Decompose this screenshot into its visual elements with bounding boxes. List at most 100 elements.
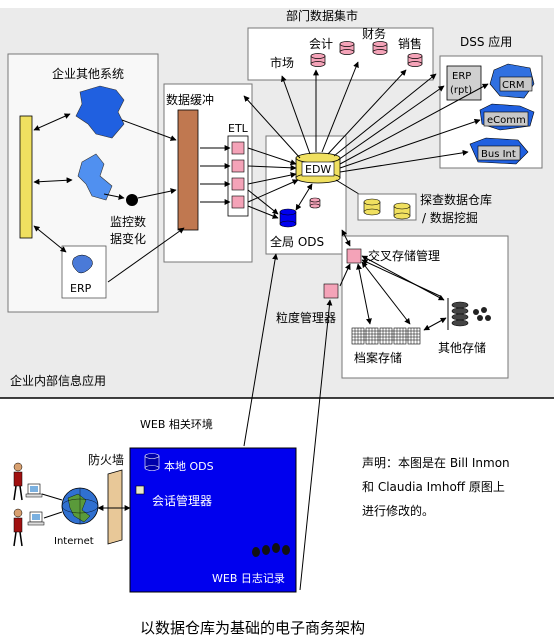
dept-mart-box [247, 27, 434, 81]
arrow-etl-ods-1 [247, 189, 279, 215]
data-buffer-title: 数据缓冲 [166, 92, 214, 107]
mart-sales-db-icon [407, 53, 423, 67]
arrow-sensor-buffer [137, 188, 177, 199]
arrow-edw-dss-ecomm [339, 118, 481, 169]
firewall-label: 防火墙 [88, 452, 124, 467]
cross-storage-icon [346, 248, 362, 264]
web-env-title: WEB 相关环境 [140, 417, 213, 431]
explore-label-line1: 探查数据仓库 [420, 192, 492, 207]
mart-sales-label: 销售 [398, 36, 422, 51]
web-env-box [129, 447, 297, 593]
web-log-label: WEB 日志记录 [212, 572, 285, 585]
explore-db-icon-1 [363, 198, 381, 216]
internet-label: Internet [54, 536, 94, 547]
mart-accounting-label: 会计 [309, 37, 333, 51]
edw-label: EDW [305, 163, 331, 176]
arrow-edw-finance [321, 61, 359, 153]
arrow-archive-other [423, 317, 447, 331]
local-ods-db-icon [144, 453, 160, 471]
arrow-granularity-cross [339, 263, 351, 287]
monitor-label-line1: 监控数 [110, 214, 146, 229]
dss-apps-title: DSS 应用 [460, 34, 512, 49]
granularity-mgr-label: 粒度管理器 [276, 310, 336, 325]
arrow-edw-market [281, 75, 311, 155]
mart-accounting-db-icon [339, 41, 355, 55]
explore-label-line2: / 数据挖掘 [422, 210, 478, 225]
session-mgr-icon [135, 485, 145, 495]
archive-storage-icon [351, 327, 421, 345]
local-ods-label: 本地 ODS [164, 459, 214, 473]
erp-label: ERP [70, 282, 92, 295]
arrow-ods-cross-storage [341, 229, 351, 247]
note-line-1: 声明：本图是在 Bill Inmon [362, 456, 510, 470]
ods-small-pink-db-icon [309, 197, 321, 209]
link-computer-top-globe [41, 493, 63, 501]
etl-step-3 [231, 177, 245, 191]
monitor-label-line2: 据变化 [110, 231, 146, 246]
arrow-edw-mart-right [333, 73, 437, 157]
dss-erp-line2: (rpt) [450, 85, 472, 96]
diagram-caption: 以数据仓库为基础的电子商务架构 [140, 619, 365, 637]
arrow-edw-ods [295, 183, 313, 211]
mart-finance-db-icon [372, 41, 388, 55]
session-mgr-label: 会话管理器 [152, 493, 212, 508]
arrow-web-global-ods [243, 253, 279, 447]
explore-db-icon-2 [393, 202, 411, 220]
erp-shape-icon [72, 254, 93, 274]
mart-finance-label: 财务 [362, 26, 386, 41]
user-icon-top [13, 462, 23, 501]
dept-mart-title: 部门数据集市 [286, 8, 358, 23]
arrow-cross-other-storage [361, 255, 445, 301]
dss-crm-label-bg [499, 76, 533, 92]
arrow-edw-sales [327, 69, 407, 155]
arrow-system2-sensor [103, 193, 125, 200]
dss-busint-label-bg [477, 145, 521, 161]
arrow-erp-buffer [107, 227, 185, 283]
arrow-etl-edw-3 [247, 172, 297, 185]
mart-market-label: 市场 [270, 55, 294, 70]
etl-step-2 [231, 159, 245, 173]
archive-storage-label: 档案存储 [354, 350, 402, 365]
note-line-2: 和 Claudia Imhoff 原图上 [362, 480, 505, 494]
other-storage-label: 其他存储 [438, 340, 486, 355]
buffer-bar [177, 109, 199, 231]
firewall-icon [107, 469, 123, 545]
arrow-edw-buffer-top [243, 95, 301, 159]
arrow-edw-dss-crm [339, 83, 489, 165]
arrow-edw-dss-busint [339, 149, 469, 173]
arrow-bar-erp [33, 225, 67, 253]
computer-icon-top [25, 483, 43, 498]
dss-busint-label: Bus Int [481, 149, 516, 160]
arrow-etl-edw-1 [247, 147, 297, 166]
system-blob-1 [75, 85, 125, 139]
arrow-bar-system2 [33, 177, 73, 185]
system-blob-2 [77, 153, 113, 201]
cross-storage-label: 交叉存储管理 [368, 248, 440, 263]
yellow-source-bar [19, 115, 33, 239]
mart-market-db-icon [310, 53, 326, 67]
etl-step-1 [231, 141, 245, 155]
arrow-edw-dss-erp [337, 85, 445, 161]
user-icon-bottom [13, 508, 23, 547]
web-log-icon [252, 543, 290, 557]
arrow-etl-edw-2 [247, 164, 297, 171]
other-systems-title: 企业其他系统 [52, 66, 124, 81]
etl-label: ETL [228, 122, 249, 135]
monitor-sensor-icon [126, 194, 138, 206]
note-line-3: 进行修改的。 [362, 503, 434, 518]
dss-erp-line1: ERP [452, 71, 471, 82]
edw-db-icon [295, 152, 341, 184]
internal-apps-label: 企业内部信息应用 [10, 373, 106, 388]
computer-icon-bottom [27, 511, 45, 526]
global-ods-label: 全局 ODS [270, 234, 324, 249]
arrow-etl-edw-4 [247, 179, 299, 203]
link-computer-bottom-globe [43, 511, 63, 519]
arrow-etl-ods-2 [247, 205, 279, 219]
dss-erp-rpt-tile [446, 65, 482, 101]
granularity-mgr-icon [323, 283, 339, 299]
globe-icon [61, 487, 99, 525]
arrow-web-granularity [299, 299, 333, 591]
dss-ecomm-label: eComm [487, 115, 526, 126]
etl-step-4 [231, 195, 245, 209]
